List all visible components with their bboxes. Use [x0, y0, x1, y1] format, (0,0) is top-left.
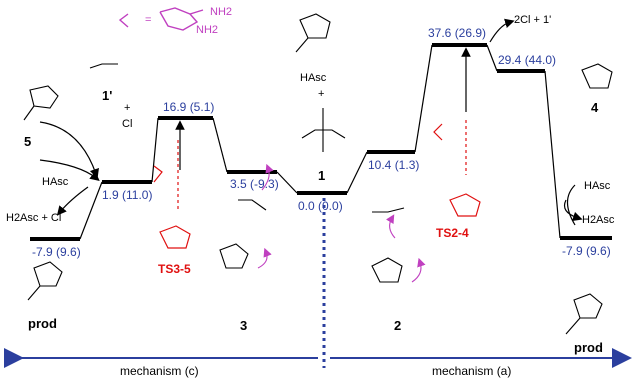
species-ts2-4: TS2-4 [436, 226, 469, 240]
level-label-3: 3.5 (-9.3) [230, 177, 279, 191]
species-1-prime: 1' [102, 88, 113, 103]
reagent-cl: Cl [122, 118, 133, 130]
reagent-h2asc-right: H2Asc [582, 214, 615, 226]
plus-top: + [318, 88, 325, 100]
level-label-ts3-5: 16.9 (5.1) [163, 100, 215, 114]
mechanism-a-label: mechanism (a) [432, 364, 512, 378]
level-label-ref: 0.0 (0.0) [298, 199, 343, 213]
level-label-prod-right: -7.9 (9.6) [562, 244, 611, 258]
species-prod-right: prod [574, 340, 603, 355]
reagent-hasc-left: HAsc [42, 176, 69, 188]
level-label-ts2-4: 37.6 (26.9) [428, 26, 487, 40]
reagent-hasc-right: HAsc [584, 180, 611, 192]
level-connectors [79, 44, 561, 240]
species-2: 2 [394, 318, 402, 333]
molecule-sketches [23, 13, 613, 335]
species-prod-left: prod [28, 316, 57, 331]
reaction-arrows [39, 18, 583, 226]
reagent-2cl-1prime: 2Cl + 1' [514, 14, 552, 26]
ligand-nh2-a: NH2 [210, 6, 233, 18]
species-4: 4 [591, 100, 599, 115]
level-label-prod-left: -7.9 (9.6) [32, 245, 81, 259]
ligand-structure [118, 7, 204, 31]
species-5: 5 [24, 134, 32, 149]
plus-cl: + [124, 102, 131, 114]
level-label-5: 1.9 (11.0) [102, 188, 153, 202]
ts-structures [153, 120, 481, 249]
mechanism-c-label: mechanism (c) [120, 364, 199, 378]
reagent-h2asc-cl: H2Asc + Cl [6, 212, 62, 224]
ligand-equals: = [145, 14, 152, 26]
energy-levels [30, 43, 612, 241]
species-3: 3 [240, 318, 248, 333]
species-1: 1 [318, 168, 326, 183]
level-label-2: 10.4 (1.3) [368, 158, 420, 172]
reagent-hasc-top: HAsc [300, 72, 327, 84]
electron-arrows [257, 163, 426, 283]
species-ts3-5: TS3-5 [158, 262, 191, 276]
ligand-nh2-b: NH2 [196, 24, 219, 36]
level-label-4: 29.4 (44.0) [498, 53, 557, 67]
